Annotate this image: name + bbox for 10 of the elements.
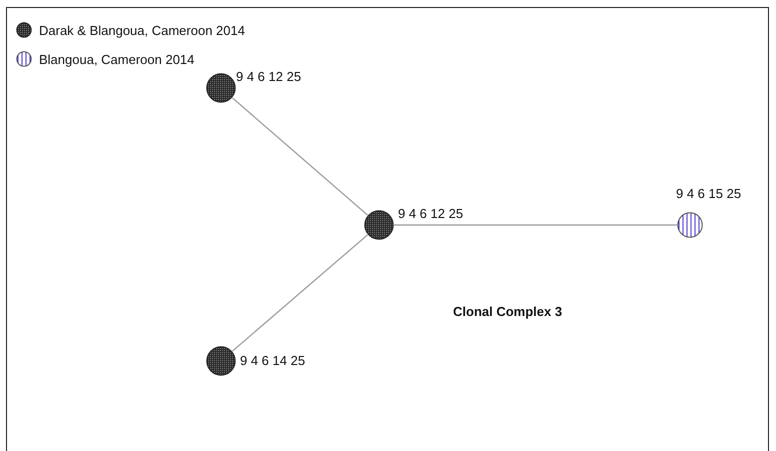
legend-text: Blangoua, Cameroon 2014 [39, 52, 194, 66]
connector-line [232, 97, 368, 216]
connector-line [394, 224, 677, 226]
node-label: 9 4 6 12 25 [398, 206, 464, 221]
legend-text: Darak & Blangoua, Cameroon 2014 [39, 22, 245, 38]
group-label: Clonal Complex 3 [453, 304, 562, 319]
node-label: 9 4 6 15 25 [676, 186, 742, 201]
node-label: 9 4 6 14 25 [240, 353, 306, 368]
node-label: 9 4 6 12 25 [236, 69, 302, 84]
connector-line [232, 234, 368, 352]
